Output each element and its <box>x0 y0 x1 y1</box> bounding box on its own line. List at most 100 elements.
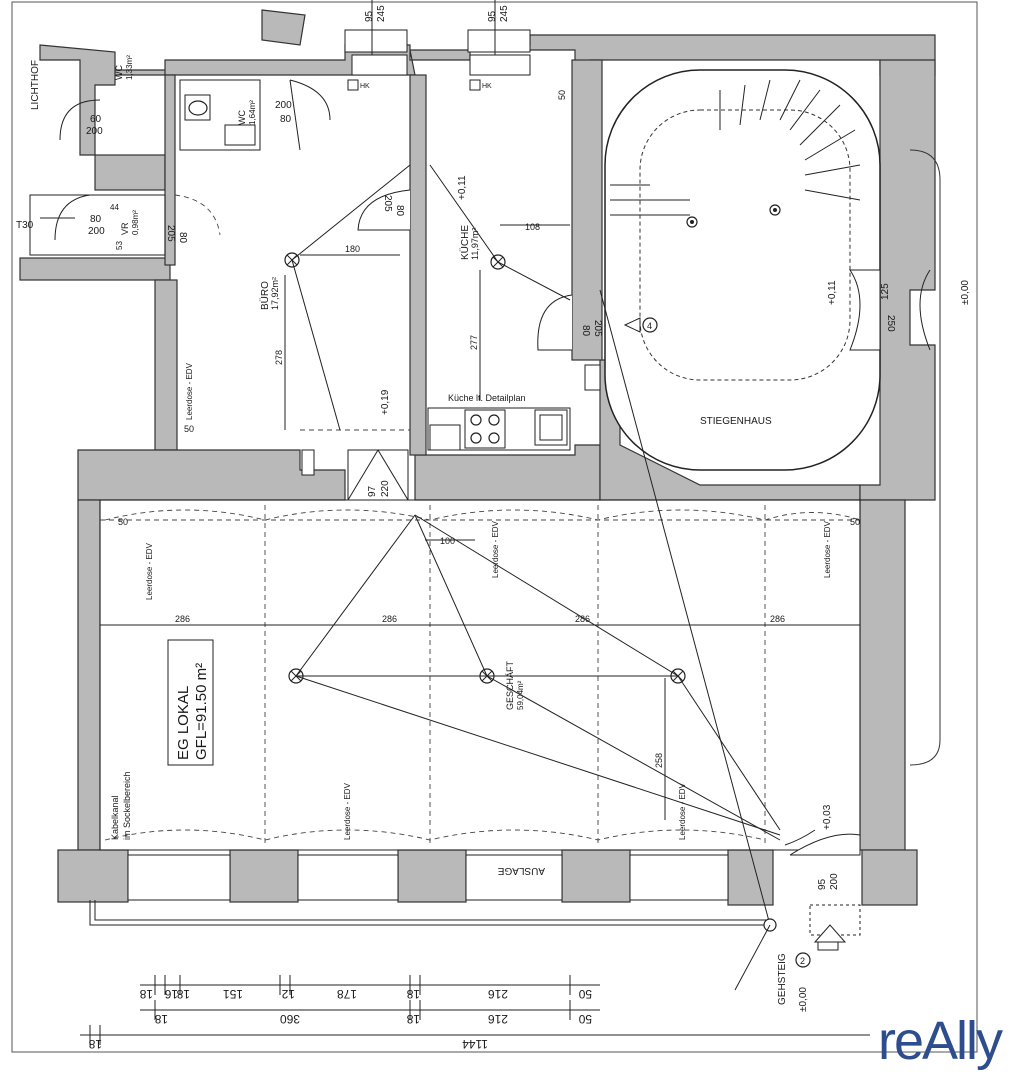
buero-room: BÜRO 17,92m² 180 278 Leerdose - EDV 50 +… <box>184 189 411 501</box>
wc-wall-v <box>164 74 176 266</box>
room-label-wc1: WC <box>114 65 124 80</box>
room-area-vr: 0,98m² <box>131 210 140 235</box>
stove <box>464 409 506 449</box>
pier-3 <box>397 849 467 903</box>
buero-door-width: 80 <box>394 205 405 217</box>
walls <box>19 9 936 906</box>
dim-row1-5: 178 <box>337 987 357 1001</box>
entrance-door-width: 95 <box>817 878 828 890</box>
window-2 <box>467 29 531 53</box>
door-97: 97 <box>367 485 378 497</box>
pier-2 <box>229 849 299 903</box>
door-200: 200 <box>86 126 103 137</box>
window-2-width: 95 <box>487 10 498 22</box>
dim-278: 278 <box>274 350 284 365</box>
room-area-wc1: 1,33m² <box>125 55 134 80</box>
dim-total-1144: 1144 <box>462 1037 488 1051</box>
wall-kueche-stair <box>571 59 603 361</box>
dim-row1-0: 18 <box>139 987 153 1001</box>
vr-area: T30 80 200 VR 0,98m² 53 44 205 80 <box>16 194 221 256</box>
room-label-lichthof: LICHTHOF <box>30 60 41 110</box>
door-width-125: 125 <box>880 283 891 300</box>
vr-door2-width: 80 <box>177 232 188 244</box>
kueche-door-width: 80 <box>580 325 591 337</box>
wash-basin <box>224 124 256 146</box>
dim-total-0: 18 <box>88 1037 102 1051</box>
door-height-250: 250 <box>885 315 896 332</box>
lokal-area: GFL=91.50 m² <box>193 663 210 760</box>
window-1-height: 245 <box>376 5 387 22</box>
dim-108: 108 <box>525 222 540 232</box>
room-label-wc2: WC <box>237 110 247 125</box>
room-label-stiegenhaus: STIEGENHAUS <box>700 416 772 427</box>
door-wc-width: 80 <box>280 114 292 125</box>
door-60: 60 <box>90 114 102 125</box>
t30-label: T30 <box>16 220 34 231</box>
vr-door-height: 200 <box>88 226 105 237</box>
dim-44: 44 <box>110 203 119 212</box>
dim-row1-1: 16 <box>164 987 178 1001</box>
staircase: STIEGENHAUS <box>604 69 881 471</box>
level-000-stair: ±0,00 <box>960 280 971 305</box>
dim-row1-2: 18 <box>176 987 190 1001</box>
door-220: 220 <box>380 480 391 497</box>
entrance-door-height: 200 <box>829 873 840 890</box>
sockel-label: im Sockelbereich <box>122 771 132 840</box>
door-wc-height: 200 <box>275 100 292 111</box>
vr-door-width: 80 <box>90 214 102 225</box>
dim-50-buero: 50 <box>184 424 194 434</box>
vr-door2-height: 205 <box>165 225 176 242</box>
room-label-vr: VR <box>120 222 130 235</box>
wc-area: LICHTHOF WC 1,33m² WC 1,64m² 60 200 200 … <box>30 55 370 151</box>
mid-wall-right <box>414 444 601 501</box>
dim-100: 100 <box>440 536 455 546</box>
stair-right-wall <box>859 59 936 501</box>
level-011-stair: +0,11 <box>827 280 838 305</box>
dim-row1-3: 151 <box>223 987 243 1001</box>
dim-50-lokal-right: 50 <box>850 517 860 527</box>
dim-row1-4: 12 <box>281 987 295 1001</box>
circle-4: 4 <box>647 321 652 331</box>
kueche-door-height: 205 <box>592 320 603 337</box>
edv-outlet-3: Leerdose - EDV <box>823 520 832 578</box>
window-1-width: 95 <box>364 10 375 22</box>
dim-row1-8: 50 <box>578 987 592 1001</box>
dim-286-3: 286 <box>575 614 590 624</box>
lokal-room: 286 286 286 286 50 50 100 258 Leerdose -… <box>99 499 861 851</box>
auslage-label: AUSLAGE <box>497 865 545 876</box>
left-wall-a <box>19 257 171 281</box>
stair-door: 125 250 +0,11 ±0,00 <box>827 149 971 766</box>
edv-outlet-1: Leerdose - EDV <box>145 542 154 600</box>
dim-180: 180 <box>345 244 360 254</box>
dim-286-4: 286 <box>770 614 785 624</box>
lokal-label-box <box>167 639 214 766</box>
window-1 <box>344 29 408 53</box>
lokal-right-wall <box>859 499 906 851</box>
dim-row2-1: 360 <box>280 1012 300 1026</box>
dim-286-1: 286 <box>175 614 190 624</box>
stair-outline <box>604 69 881 471</box>
room-area-buero: 17,92m² <box>270 277 280 310</box>
edv-outlet-buero: Leerdose - EDV <box>185 362 194 420</box>
level-019: +0,19 <box>380 389 391 415</box>
room-area-kueche: 11,97m² <box>470 228 480 260</box>
dim-50-lokal-left: 50 <box>118 517 128 527</box>
hk-label-1: HK <box>360 83 370 90</box>
window-2-height: 245 <box>499 5 510 22</box>
circle-2: 2 <box>800 956 805 966</box>
dim-row2-2: 18 <box>406 1012 420 1026</box>
dim-row2-4: 50 <box>578 1012 592 1026</box>
edv-outlet-4: Leerdose - EDV <box>343 782 352 840</box>
gehsteig-label: GEHSTEIG <box>777 953 788 1005</box>
room-label-buero: BÜRO <box>259 281 271 310</box>
dim-277: 277 <box>469 335 479 350</box>
brand-logo: reAlly <box>877 1011 1003 1071</box>
dim-row1-7: 216 <box>488 987 508 1001</box>
lokal-left-wall <box>77 499 101 851</box>
dim-50-kueche: 50 <box>557 90 567 100</box>
dim-53: 53 <box>115 241 124 250</box>
chimney <box>261 9 306 46</box>
dim-286-2: 286 <box>382 614 397 624</box>
level-011-kueche: +0,11 <box>457 175 468 200</box>
